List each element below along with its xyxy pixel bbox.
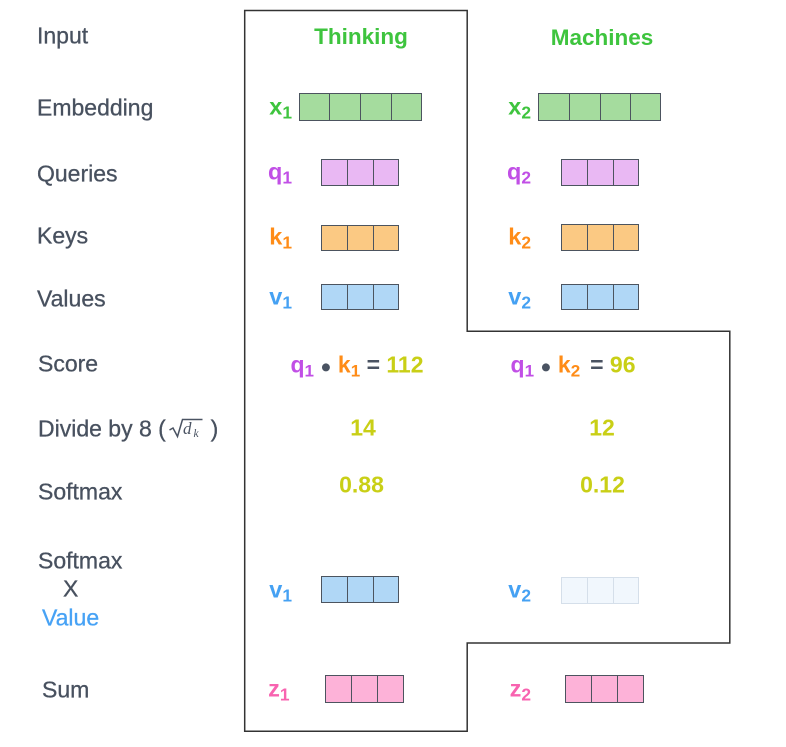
svg-text:d: d (183, 419, 192, 438)
svg-text:k: k (194, 428, 200, 439)
